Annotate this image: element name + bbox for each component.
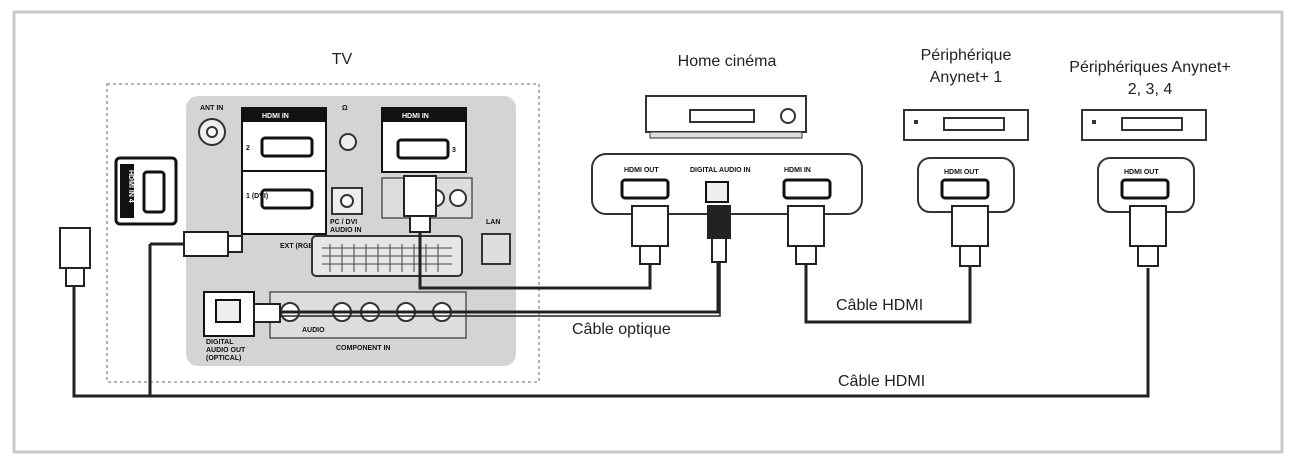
headphone-icon: Ω bbox=[342, 105, 348, 112]
p234-hdmi-out-port bbox=[1120, 178, 1170, 200]
hc-hdmi-out-port bbox=[620, 178, 670, 200]
peripheral-1-label-line2: Anynet+ 1 bbox=[930, 69, 1003, 86]
p1-hdmi-out-label: HDMI OUT bbox=[944, 169, 979, 176]
component-in-label: COMPONENT IN bbox=[336, 345, 390, 352]
hdmi-in-left-header: HDMI IN bbox=[262, 113, 289, 120]
peripheral-234-label-line1: Périphériques Anynet+ bbox=[1069, 59, 1230, 76]
port-2-label: 2 bbox=[246, 145, 250, 152]
hc-optical-in-port bbox=[705, 181, 729, 203]
lan-port bbox=[481, 233, 511, 265]
hdmi-port-3 bbox=[396, 138, 450, 160]
hdmi-port-1-dvi bbox=[260, 188, 314, 210]
hdmi-in-4-label: HDMI IN 4 bbox=[127, 170, 134, 203]
pc-dvi-audio-port bbox=[331, 187, 363, 215]
digital-audio-out-label-2: AUDIO OUT bbox=[206, 347, 246, 354]
tv-label: TV bbox=[332, 51, 353, 68]
cable-hdmi-upper-label: Câble HDMI bbox=[836, 297, 923, 314]
lan-label: LAN bbox=[486, 219, 500, 226]
peripheral-1-label-line1: Périphérique bbox=[921, 47, 1012, 64]
pc-dvi-label-1: PC / DVI bbox=[330, 219, 357, 226]
port-1-dvi-label: 1 (DVI) bbox=[246, 193, 268, 200]
digital-audio-out-label-1: DIGITAL bbox=[206, 339, 234, 346]
hc-digital-audio-in-label: DIGITAL AUDIO IN bbox=[690, 167, 751, 174]
cable-optical bbox=[262, 262, 720, 314]
cable-hc-to-tv-hdmi3 bbox=[418, 232, 652, 290]
ant-in-label: ANT IN bbox=[200, 105, 223, 112]
p1-hdmi-out-port bbox=[940, 178, 990, 200]
p234-hdmi-out-label: HDMI OUT bbox=[1124, 169, 1159, 176]
pc-dvi-label-2: AUDIO IN bbox=[330, 227, 362, 234]
headphone-port bbox=[339, 133, 357, 151]
cable-optique-label: Câble optique bbox=[572, 321, 671, 338]
cables bbox=[72, 232, 1150, 398]
hdmi-port-2 bbox=[260, 136, 314, 158]
hdmi-in-3-header: HDMI IN bbox=[402, 113, 429, 120]
cable-hdmi-lower-label: Câble HDMI bbox=[838, 373, 925, 390]
hc-hdmi-out-label: HDMI OUT bbox=[624, 167, 659, 174]
tv-dashed-outline bbox=[106, 83, 540, 383]
cable-plugs bbox=[59, 175, 1167, 323]
home-cinema-label: Home cinéma bbox=[678, 53, 777, 70]
cable-hc-to-peripheral1 bbox=[804, 262, 972, 324]
hc-hdmi-in-label: HDMI IN bbox=[784, 167, 811, 174]
audio-label: AUDIO bbox=[302, 327, 325, 334]
port-3-label: 3 bbox=[452, 147, 456, 154]
hc-hdmi-in-port bbox=[782, 178, 832, 200]
cable-tv-to-peripheral234 bbox=[72, 268, 1150, 398]
ext-rgb-label: EXT (RGB) bbox=[280, 243, 316, 250]
digital-audio-out-label-3: (OPTICAL) bbox=[206, 355, 241, 362]
peripheral-234-label-line2: 2, 3, 4 bbox=[1128, 81, 1173, 98]
